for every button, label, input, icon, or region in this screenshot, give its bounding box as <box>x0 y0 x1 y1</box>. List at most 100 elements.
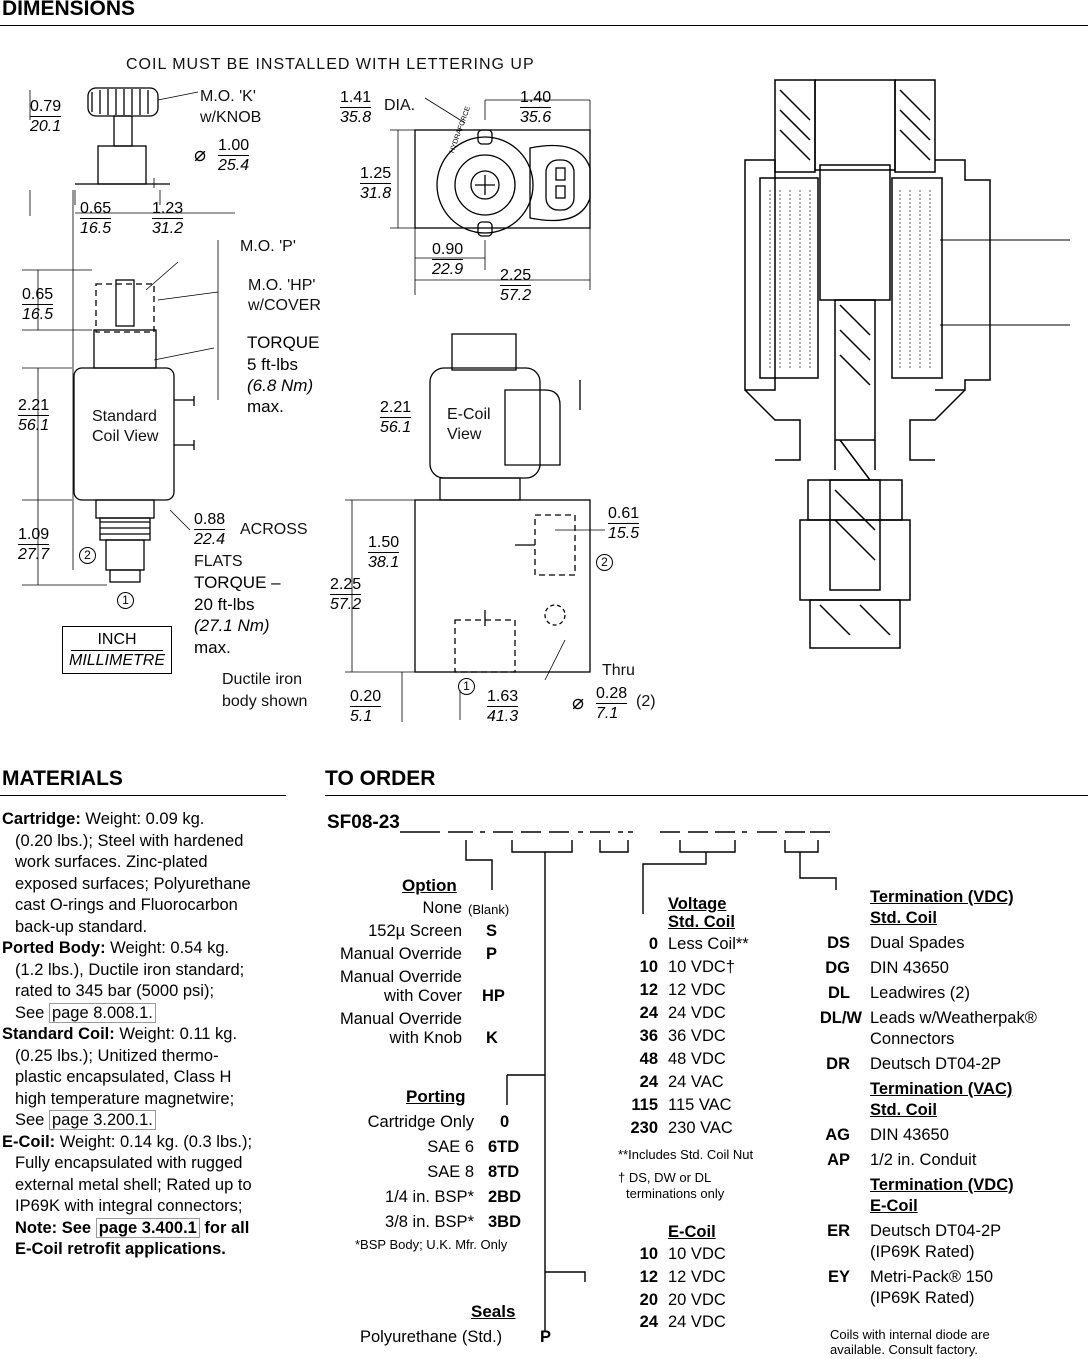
termination-label: Connectors <box>870 1030 955 1048</box>
diameter-symbol: ⌀ <box>194 144 207 166</box>
dim-value: 1.23 <box>152 200 184 219</box>
option-label: None <box>422 899 462 917</box>
material-heading: Cartridge: <box>2 810 81 828</box>
dim-value: 35.6 <box>520 109 552 126</box>
dim-value: 0.90 <box>432 241 464 260</box>
dim-value: 57.2 <box>330 596 362 613</box>
termination-code: DL/W <box>819 1009 862 1027</box>
porting-label: 3/8 in. BSP* <box>385 1213 474 1231</box>
dim-value: 1.09 <box>18 526 50 545</box>
label: M.O. 'K' <box>200 88 256 105</box>
note-text: E-Coil retrofit applications. <box>15 1240 226 1258</box>
coil-orientation-note: COIL MUST BE INSTALLED WITH LETTERING UP <box>126 56 535 73</box>
dim-value: 16.5 <box>22 306 54 323</box>
voltage-code: 24 <box>639 1004 658 1022</box>
materials-title: MATERIALS <box>2 767 123 790</box>
termination-vac-header: Termination (VAC) <box>870 1080 1013 1098</box>
material-text: (0.25 lbs.); Unitized thermo- <box>15 1046 219 1065</box>
label: TORQUE <box>247 333 320 352</box>
material-text: Fully encapsulated with rugged <box>15 1154 243 1172</box>
voltage-label: Less Coil** <box>668 935 749 953</box>
termination-label: Leadwires (2) <box>870 984 970 1002</box>
termination-vac-header: Std. Coil <box>870 1101 937 1119</box>
dim-value: 1.50 <box>368 534 400 553</box>
divider <box>325 795 1088 796</box>
termination-vdc-header: Termination (VDC) <box>870 888 1014 906</box>
label: (2) <box>636 693 656 710</box>
label: (27.1 Nm) <box>194 616 270 635</box>
material-text: work surfaces. Zinc-plated <box>15 853 208 871</box>
material-text: IP69K with integral connectors; <box>15 1197 243 1215</box>
label: FLATS <box>194 553 243 570</box>
dim-value: 41.3 <box>487 708 519 725</box>
dim-value: 25.4 <box>218 157 250 174</box>
voltage-note: † DS, DW or DL <box>618 1170 712 1185</box>
label: body shown <box>222 693 308 710</box>
porting-label: 1/4 in. BSP* <box>385 1188 474 1206</box>
material-text: exposed surfaces; Polyurethane <box>15 874 251 893</box>
option-code: HP <box>482 987 505 1005</box>
porting-code: 0 <box>500 1113 510 1131</box>
porting-header: Porting <box>406 1087 466 1106</box>
label: Standard <box>92 408 157 425</box>
label: w/COVER <box>248 297 321 314</box>
termination-code: DG <box>825 959 850 977</box>
voltage-label: 230 VAC <box>668 1119 733 1137</box>
label: M.O. 'HP' <box>248 277 316 294</box>
termination-code: DS <box>827 934 850 952</box>
page-link[interactable]: page 8.008.1. <box>48 1002 156 1023</box>
material-text: plastic encapsulated, Class H <box>15 1068 232 1086</box>
material-text: See <box>15 1111 49 1129</box>
page-link[interactable]: page 3.400.1 <box>95 1217 200 1238</box>
diode-note: Coils with internal diode are <box>830 1327 990 1342</box>
voltage-note: terminations only <box>626 1186 725 1201</box>
dim-value: 2.21 <box>380 399 412 418</box>
ecoil-header: E-Coil <box>668 1223 716 1241</box>
termination-label: Deutsch DT04-2P <box>870 1055 1002 1073</box>
seals-label: Polyurethane (Std.) <box>360 1328 503 1346</box>
dim-value: 1.63 <box>487 688 519 707</box>
label: View <box>447 426 482 443</box>
dim-value: 0.65 <box>22 286 54 305</box>
voltage-note: **Includes Std. Coil Nut <box>618 1147 754 1162</box>
voltage-code: 10 <box>639 958 658 976</box>
dim-value: 0.79 <box>30 98 62 117</box>
voltage-label: 24 VDC <box>668 1004 726 1022</box>
termination-label: (IP69K Rated) <box>870 1289 975 1307</box>
dim-value: 2.21 <box>18 397 50 416</box>
dim-value: 27.7 <box>18 546 50 563</box>
dimension-drawings <box>22 79 1070 722</box>
material-text: Weight: 0.54 kg. <box>105 939 230 957</box>
port-2-marker: 2 <box>596 554 613 571</box>
option-note: (Blank) <box>468 902 510 917</box>
voltage-code: 12 <box>639 981 658 999</box>
cutaway-drawing <box>744 79 1070 649</box>
dim-value: 0.20 <box>350 688 382 707</box>
voltage-label: 10 VDC† <box>668 958 735 976</box>
note-text: Note: See <box>15 1218 96 1237</box>
note-text: for all <box>199 1218 250 1237</box>
material-text: Weight: 0.09 kg. <box>80 810 205 828</box>
dim-value: 2.25 <box>500 267 532 286</box>
material-heading: Ported Body: <box>2 939 106 957</box>
seals-code: P <box>540 1328 552 1346</box>
page-link[interactable]: page 3.200.1. <box>48 1110 156 1130</box>
dim-value: 0.61 <box>608 505 640 524</box>
ecoil-label: 10 VDC <box>668 1245 726 1263</box>
termination-ecoil-header: Termination (VDC) <box>870 1176 1014 1194</box>
label: w/KNOB <box>200 109 262 126</box>
diameter-symbol: ⌀ <box>572 692 585 714</box>
label: TORQUE – <box>194 573 281 592</box>
label: 5 ft-lbs <box>247 355 299 374</box>
port-1-marker: 1 <box>117 592 134 609</box>
to-order-title: TO ORDER <box>325 767 436 790</box>
dim-value: 20.1 <box>30 118 62 135</box>
voltage-code: 0 <box>648 935 658 953</box>
unit-mm: MILLIMETRE <box>68 652 165 669</box>
termination-label: Dual Spades <box>870 934 965 952</box>
ecoil-label: 20 VDC <box>668 1291 726 1309</box>
porting-label: SAE 6 <box>427 1138 474 1156</box>
termination-code: EY <box>827 1268 850 1286</box>
termination-vdc-header: Std. Coil <box>870 909 937 927</box>
